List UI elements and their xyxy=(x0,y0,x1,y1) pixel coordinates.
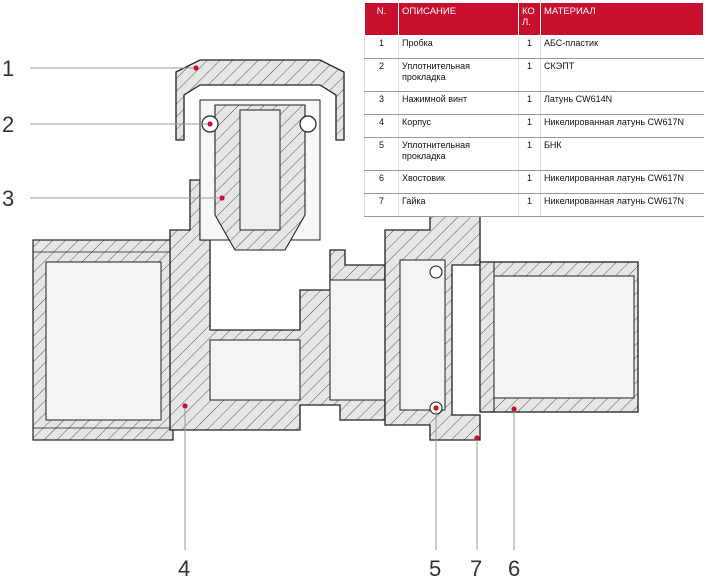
header-description: ОПИСАНИЕ xyxy=(398,2,519,36)
callout-1: 1 xyxy=(2,56,15,81)
inlet-end xyxy=(32,239,174,441)
row-description: Хвостовик xyxy=(398,170,519,194)
row-description: Пробка xyxy=(398,35,519,59)
row-quantity: 1 xyxy=(518,35,541,59)
callout-5: 5 xyxy=(429,556,442,581)
row-material: Латунь CW614N xyxy=(540,91,704,115)
row-material: АБС-пластик xyxy=(540,35,704,59)
table-row: 5 Уплотнительная прокладка 1 БНК xyxy=(364,137,704,171)
row-number: 2 xyxy=(364,58,399,92)
header-material: МАТЕРИАЛ xyxy=(540,2,704,36)
callout-2: 2 xyxy=(2,112,15,137)
row-material: Никелированная латунь CW617N xyxy=(540,114,704,138)
row-description: Уплотнительная прокладка xyxy=(398,58,519,92)
row-material: БНК xyxy=(540,137,704,171)
row-number: 7 xyxy=(364,193,399,217)
row-quantity: 1 xyxy=(518,193,541,217)
callout-6: 6 xyxy=(508,556,521,581)
bonnet-assembly xyxy=(175,59,345,251)
leader-lines xyxy=(30,67,515,550)
header-number: N. xyxy=(364,2,399,36)
row-material: СКЭПТ xyxy=(540,58,704,92)
row-number: 3 xyxy=(364,91,399,115)
parts-table: N. ОПИСАНИЕ КО Л. МАТЕРИАЛ 1 Пробка 1 АБ… xyxy=(364,2,704,217)
row-description: Гайка xyxy=(398,193,519,217)
row-material: Никелированная латунь CW617N xyxy=(540,193,704,217)
row-number: 1 xyxy=(364,35,399,59)
table-row: 6 Хвостовик 1 Никелированная латунь CW61… xyxy=(364,170,704,194)
table-row: 2 Уплотнительная прокладка 1 СКЭПТ xyxy=(364,58,704,92)
tailpiece xyxy=(479,261,639,413)
row-quantity: 1 xyxy=(518,170,541,194)
union-nut xyxy=(384,214,481,441)
row-number: 4 xyxy=(364,114,399,138)
row-description: Уплотнительная прокладка xyxy=(398,137,519,171)
row-quantity: 1 xyxy=(518,91,541,115)
row-quantity: 1 xyxy=(518,58,541,92)
table-row: 3 Нажимной винт 1 Латунь CW614N xyxy=(364,91,704,115)
row-description: Корпус xyxy=(398,114,519,138)
row-description: Нажимной винт xyxy=(398,91,519,115)
table-row: 1 Пробка 1 АБС-пластик xyxy=(364,35,704,59)
table-row: 7 Гайка 1 Никелированная латунь CW617N xyxy=(364,193,704,217)
parts-table-header: N. ОПИСАНИЕ КО Л. МАТЕРИАЛ xyxy=(364,2,704,36)
table-row: 4 Корпус 1 Никелированная латунь CW617N xyxy=(364,114,704,138)
callout-4: 4 xyxy=(178,556,191,581)
row-quantity: 1 xyxy=(518,137,541,171)
header-quantity: КО Л. xyxy=(518,2,541,36)
row-number: 5 xyxy=(364,137,399,171)
callout-3: 3 xyxy=(2,186,15,211)
row-number: 6 xyxy=(364,170,399,194)
row-quantity: 1 xyxy=(518,114,541,138)
callout-7: 7 xyxy=(470,556,483,581)
row-material: Никелированная латунь CW617N xyxy=(540,170,704,194)
